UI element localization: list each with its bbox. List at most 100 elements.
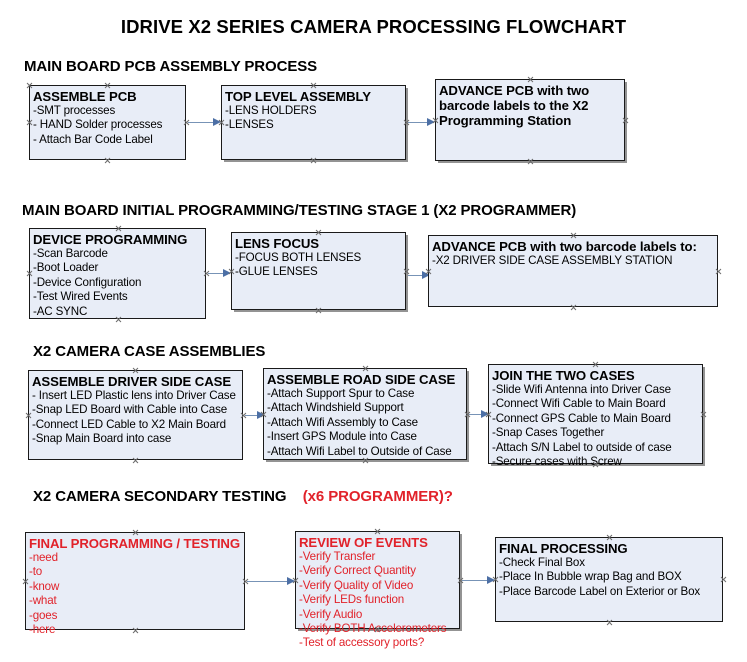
section-header-4-text: X2 CAMERA SECONDARY TESTING	[33, 488, 287, 505]
list-item: -to	[29, 565, 43, 579]
list-item: -here	[29, 623, 56, 637]
connector-arrow-4a	[247, 577, 295, 586]
list-item: -GLUE LENSES	[235, 265, 318, 279]
list-item: -Attach S/N Label to outside of case	[492, 440, 672, 454]
list-item: -Snap LED Board with Cable into Case	[32, 403, 228, 417]
list-item: -Connect GPS Cable to Main Board	[492, 411, 671, 425]
list-item: -Verify BOTH Accelerometers	[299, 622, 447, 636]
list-item: -X2 DRIVER SIDE CASE ASSEMBLY STATION	[432, 254, 673, 267]
node-title: TOP LEVEL ASSEMBLY	[225, 89, 371, 104]
node-title: ADVANCE PCB with two barcode labels to:	[432, 239, 697, 254]
arrow-shaft	[462, 580, 488, 582]
list-item: -know	[29, 579, 60, 593]
node-lens-focus[interactable]: LENS FOCUS -FOCUS BOTH LENSES -GLUE LENS…	[231, 232, 406, 310]
list-item: -AC SYNC	[33, 304, 88, 318]
section-header-2-text: MAIN BOARD INITIAL PROGRAMMING/TESTING S…	[22, 202, 577, 219]
node-final-programming-testing[interactable]: FINAL PROGRAMMING / TESTING -need -to -k…	[25, 532, 245, 636]
connector-arrow-2a	[208, 269, 231, 278]
list-item: -Scan Barcode	[33, 247, 108, 260]
arrow-head-icon	[287, 577, 295, 585]
connector-arrow-1b	[408, 118, 435, 127]
node-title: ASSEMBLE ROAD SIDE CASE	[267, 372, 456, 387]
section-header-3: X2 CAMERA CASE ASSEMBLIES	[33, 343, 265, 360]
section-header-3-text: X2 CAMERA CASE ASSEMBLIES	[33, 343, 266, 360]
connector-arrow-2b	[408, 271, 430, 280]
node-title: LENS FOCUS	[235, 236, 319, 251]
connector-arrow-3b	[469, 410, 489, 419]
list-item: -FOCUS BOTH LENSES	[235, 251, 362, 264]
node-item-list: -X2 DRIVER SIDE CASE ASSEMBLY STATION	[432, 254, 717, 268]
node-assemble-driver-side-case[interactable]: ASSEMBLE DRIVER SIDE CASE - Insert LED P…	[28, 370, 243, 460]
node-title: ASSEMBLE PCB	[33, 89, 137, 104]
node-assemble-road-side-case[interactable]: ASSEMBLE ROAD SIDE CASE -Attach Support …	[263, 368, 467, 460]
arrow-head-icon	[427, 118, 435, 126]
connector-arrow-1a	[188, 118, 221, 127]
node-final-processing[interactable]: FINAL PROCESSING -Check Final Box -Place…	[495, 537, 723, 622]
list-item: -SMT processes	[33, 104, 116, 117]
node-item-list: -LENS HOLDERS -LENSES	[225, 104, 405, 133]
node-item-list: -Check Final Box -Place In Bubble wrap B…	[499, 556, 722, 599]
section-header-1: MAIN BOARD PCB ASSEMBLY PROCESS	[24, 58, 317, 75]
list-item: -Connect LED Cable to X2 Main Board	[32, 417, 226, 431]
arrow-shaft	[408, 122, 428, 124]
list-item: -Place Barcode Label on Exterior or Box	[499, 584, 701, 598]
list-item: -Insert GPS Module into Case	[267, 430, 417, 444]
section-header-4-accent: (x6 PROGRAMMER)?	[302, 488, 453, 505]
list-item: -Snap Main Board into case	[32, 432, 172, 446]
list-item: - HAND Solder processes	[33, 118, 163, 132]
node-title: REVIEW OF EVENTS	[299, 535, 428, 550]
list-item: -Test of accessory ports?	[299, 636, 425, 650]
node-title: ASSEMBLE DRIVER SIDE CASE	[32, 374, 232, 389]
list-item: -LENS HOLDERS	[225, 104, 317, 117]
node-top-level-assembly[interactable]: TOP LEVEL ASSEMBLY -LENS HOLDERS -LENSES	[221, 85, 406, 160]
arrow-head-icon	[223, 269, 231, 277]
connector-arrow-4b	[462, 576, 495, 585]
list-item: -Place In Bubble wrap Bag and BOX	[499, 570, 682, 584]
list-item: -Attach Windshield Support	[267, 401, 404, 415]
node-assemble-pcb[interactable]: ASSEMBLE PCB -SMT processes - HAND Solde…	[29, 85, 186, 160]
list-item: -Attach Support Spur to Case	[267, 387, 415, 400]
node-device-programming[interactable]: DEVICE PROGRAMMING -Scan Barcode -Boot L…	[29, 228, 206, 319]
list-item: -Secure cases with Screw	[492, 455, 622, 469]
arrow-shaft	[245, 415, 258, 417]
node-item-list: -SMT processes - HAND Solder processes -…	[33, 104, 185, 147]
list-item: -Snap Cases Together	[492, 426, 605, 440]
node-item-list: -Verify Transfer -Verify Correct Quantit…	[299, 550, 459, 651]
node-item-list: -Attach Support Spur to Case -Attach Win…	[267, 387, 466, 459]
node-item-list: -need -to -know -what -goes -here	[29, 551, 244, 637]
arrow-shaft	[469, 414, 482, 416]
node-title: FINAL PROGRAMMING / TESTING	[29, 536, 240, 551]
arrow-shaft	[408, 275, 423, 277]
list-item: -Verify LEDs function	[299, 593, 405, 607]
arrow-head-icon	[487, 576, 495, 584]
list-item: -Test Wired Events	[33, 290, 128, 304]
node-review-of-events[interactable]: REVIEW OF EVENTS -Verify Transfer -Verif…	[295, 531, 460, 649]
list-item: -goes	[29, 608, 58, 622]
list-item: - Attach Bar Code Label	[33, 132, 153, 146]
list-item: -Check Final Box	[499, 556, 585, 569]
node-item-list: -Scan Barcode -Boot Loader -Device Confi…	[33, 247, 205, 319]
arrow-shaft	[188, 122, 214, 124]
node-item-list: -FOCUS BOTH LENSES -GLUE LENSES	[235, 251, 405, 280]
arrow-head-icon	[213, 118, 221, 126]
list-item: - Insert LED Plastic lens into Driver Ca…	[32, 389, 236, 402]
list-item: -Slide Wifi Antenna into Driver Case	[492, 383, 671, 396]
section-header-4: X2 CAMERA SECONDARY TESTING (x6 PROGRAMM…	[33, 488, 453, 505]
node-join-the-two-cases[interactable]: JOIN THE TWO CASES -Slide Wifi Antenna i…	[488, 364, 703, 468]
list-item: -Connect Wifi Cable to Main Board	[492, 397, 666, 411]
section-header-2: MAIN BOARD INITIAL PROGRAMMING/TESTING S…	[22, 202, 576, 219]
node-title: ADVANCE PCB with two barcode labels to t…	[439, 83, 590, 128]
page-title: IDRIVE X2 SERIES CAMERA PROCESSING FLOWC…	[120, 16, 627, 37]
node-advance-pcb-driver-side[interactable]: ADVANCE PCB with two barcode labels to: …	[428, 235, 718, 307]
list-item: -Attach Wifi Label to Outside of Case	[267, 444, 452, 458]
node-item-list: -Slide Wifi Antenna into Driver Case -Co…	[492, 383, 702, 469]
arrow-shaft	[247, 581, 288, 583]
node-item-list: - Insert LED Plastic lens into Driver Ca…	[32, 389, 242, 447]
list-item: -need	[29, 551, 58, 564]
list-item: -Boot Loader	[33, 261, 99, 275]
connector-arrow-3a	[245, 411, 265, 420]
node-title: FINAL PROCESSING	[499, 541, 628, 556]
node-title: DEVICE PROGRAMMING	[33, 232, 188, 247]
node-advance-pcb-programming-station[interactable]: ADVANCE PCB with two barcode labels to t…	[435, 79, 625, 161]
node-title: JOIN THE TWO CASES	[492, 368, 635, 383]
